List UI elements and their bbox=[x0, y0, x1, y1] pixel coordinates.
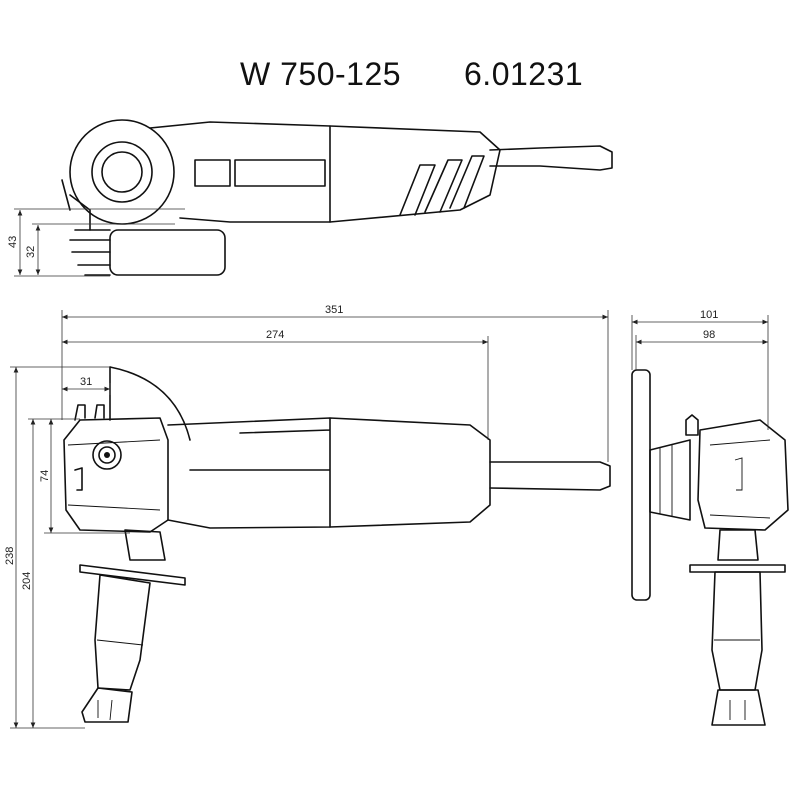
dim-31: 31 bbox=[80, 376, 92, 388]
dim-204: 204 bbox=[21, 572, 33, 590]
dim-32: 32 bbox=[25, 246, 37, 258]
side-view bbox=[63, 366, 611, 723]
top-view-dimensions: 43 32 bbox=[7, 208, 185, 277]
front-view bbox=[631, 369, 789, 726]
dim-274: 274 bbox=[266, 329, 284, 341]
dim-98: 98 bbox=[703, 329, 715, 341]
model-title: W 750-125 bbox=[240, 56, 402, 92]
dim-74: 74 bbox=[39, 470, 51, 482]
top-view bbox=[61, 119, 613, 276]
dim-351: 351 bbox=[325, 304, 343, 316]
article-number: 6.01231 bbox=[464, 56, 584, 92]
dim-101: 101 bbox=[700, 309, 718, 321]
dim-43: 43 bbox=[7, 236, 19, 248]
side-view-dimensions: 351 274 31 238 204 74 bbox=[4, 304, 609, 729]
dim-238: 238 bbox=[4, 547, 16, 565]
front-view-dimensions: 101 98 bbox=[631, 309, 769, 430]
